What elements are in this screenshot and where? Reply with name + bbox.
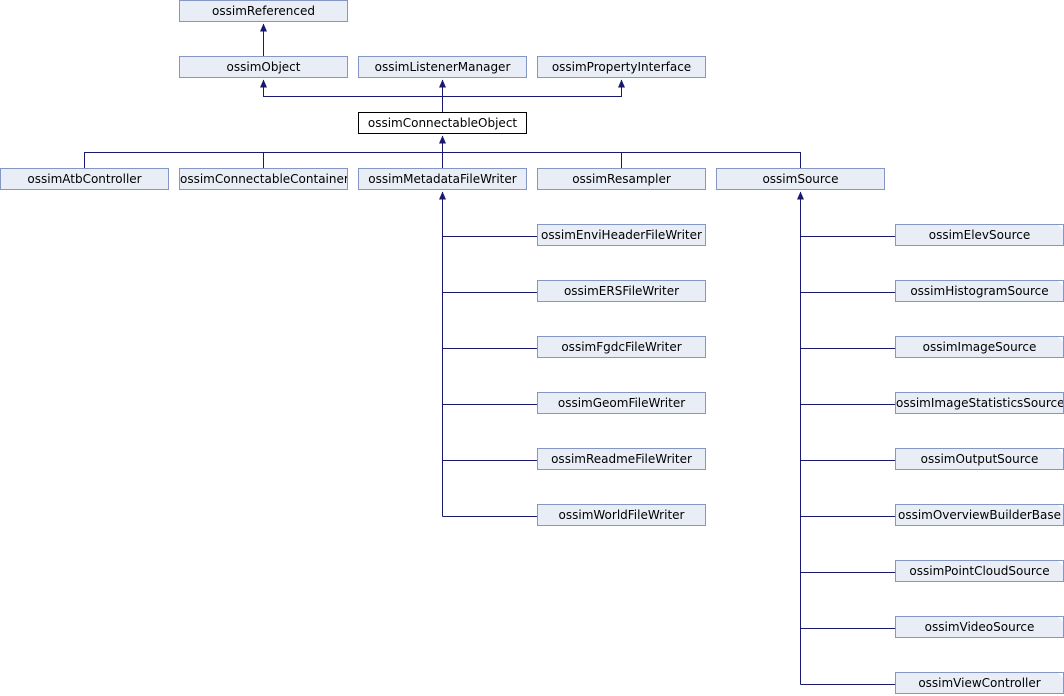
- edge-connectable-object-object: [260, 79, 443, 97]
- node-ossim-metadata-file-writer[interactable]: ossimMetadataFileWriter: [358, 168, 527, 190]
- folded-corner-icon: [1057, 561, 1063, 567]
- folded-corner-icon: [1057, 337, 1063, 343]
- node-label: ossimPointCloudSource: [909, 564, 1050, 578]
- node-ossim-image-statistics-source[interactable]: ossimImageStatisticsSource: [895, 392, 1064, 414]
- node-ossim-point-cloud-source[interactable]: ossimPointCloudSource: [895, 560, 1064, 582]
- node-label: ossimViewController: [918, 676, 1041, 690]
- folded-corner-icon: [1057, 449, 1063, 455]
- node-ossim-elev-source[interactable]: ossimElevSource: [895, 224, 1064, 246]
- folded-corner-icon: [1057, 505, 1063, 511]
- node-ossim-output-source[interactable]: ossimOutputSource: [895, 448, 1064, 470]
- node-ossim-overview-builder-base[interactable]: ossimOverviewBuilderBase: [895, 504, 1064, 526]
- folded-corner-icon: [1057, 225, 1063, 231]
- node-ossim-referenced[interactable]: ossimReferenced: [179, 0, 348, 22]
- node-ossim-connectable-object: ossimConnectableObject: [358, 112, 527, 134]
- folded-corner-icon: [1057, 281, 1063, 287]
- node-label: ossimElevSource: [928, 228, 1031, 242]
- node-ossim-source[interactable]: ossimSource: [716, 168, 885, 190]
- node-ossim-object[interactable]: ossimObject: [179, 56, 348, 78]
- node-ossim-histogram-source[interactable]: ossimHistogramSource: [895, 280, 1064, 302]
- node-ossim-envi-header-file-writer[interactable]: ossimEnviHeaderFileWriter: [537, 224, 706, 246]
- node-ossim-world-file-writer[interactable]: ossimWorldFileWriter: [537, 504, 706, 526]
- node-label: ossimOverviewBuilderBase: [897, 508, 1062, 522]
- node-ossim-video-source[interactable]: ossimVideoSource: [895, 616, 1064, 638]
- node-ossim-geom-file-writer[interactable]: ossimGeomFileWriter: [537, 392, 706, 414]
- node-ossim-resampler[interactable]: ossimResampler: [537, 168, 706, 190]
- node-ossim-fgdc-file-writer[interactable]: ossimFgdcFileWriter: [537, 336, 706, 358]
- node-ossim-listener-manager[interactable]: ossimListenerManager: [358, 56, 527, 78]
- node-ossim-image-source[interactable]: ossimImageSource: [895, 336, 1064, 358]
- node-ossim-atb-controller[interactable]: ossimAtbController: [0, 168, 169, 190]
- node-ossim-connectable-container[interactable]: ossimConnectableContainer: [179, 168, 348, 190]
- node-ossim-readme-file-writer[interactable]: ossimReadmeFileWriter: [537, 448, 706, 470]
- node-ossim-ers-file-writer[interactable]: ossimERSFileWriter: [537, 280, 706, 302]
- node-label: ossimImageSource: [922, 340, 1037, 354]
- edge-connectable-object-property-interface: [442, 79, 625, 97]
- node-label: ossimHistogramSource: [910, 284, 1049, 298]
- folded-corner-icon: [1057, 617, 1063, 623]
- folded-corner-icon: [1057, 673, 1063, 679]
- node-ossim-view-controller[interactable]: ossimViewController: [895, 672, 1064, 694]
- node-label: ossimVideoSource: [924, 620, 1035, 634]
- node-label: ossimOutputSource: [920, 452, 1039, 466]
- node-ossim-property-interface[interactable]: ossimPropertyInterface: [537, 56, 706, 78]
